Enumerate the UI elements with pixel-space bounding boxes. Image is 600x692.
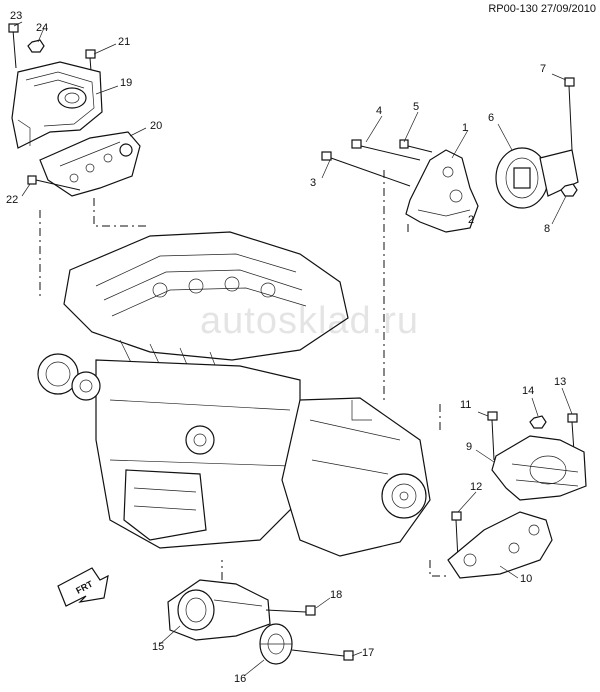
callout-17: 17 bbox=[362, 647, 374, 659]
clip-14 bbox=[529, 415, 547, 429]
nut-8 bbox=[560, 183, 578, 197]
bolt-18 bbox=[265, 605, 316, 616]
callout-14: 14 bbox=[522, 385, 534, 397]
front-direction-arrow: FRT bbox=[57, 567, 109, 607]
bolt-11 bbox=[487, 411, 498, 461]
transaxle-mount-9 bbox=[491, 435, 587, 501]
upper-right-mount-group bbox=[321, 77, 579, 400]
callout-11: 11 bbox=[460, 399, 471, 411]
mount-bracket-20 bbox=[39, 131, 141, 197]
upper-left-mount-group bbox=[8, 23, 150, 300]
bushing-16 bbox=[259, 623, 293, 665]
callout-21: 21 bbox=[118, 36, 130, 48]
right-lower-mount-group bbox=[429, 404, 587, 579]
engine-mount-19 bbox=[11, 61, 103, 149]
bolt-22 bbox=[27, 175, 81, 191]
leader-lines bbox=[13, 21, 573, 677]
rear-mount-15 bbox=[167, 579, 271, 641]
callout-7: 7 bbox=[540, 63, 546, 75]
bolt-23 bbox=[8, 23, 19, 69]
diagram-reference: RP00-130 27/09/2010 bbox=[488, 3, 596, 15]
nut-24 bbox=[27, 39, 45, 53]
bottom-mount-group bbox=[167, 560, 354, 665]
callout-9: 9 bbox=[466, 441, 472, 453]
callout-5: 5 bbox=[413, 101, 419, 113]
callout-8: 8 bbox=[544, 223, 550, 235]
callout-20: 20 bbox=[150, 120, 162, 132]
engine-mount-6 bbox=[495, 147, 579, 209]
bolt-7 bbox=[564, 77, 575, 151]
callout-1: 1 bbox=[462, 122, 468, 134]
bolt-3 bbox=[321, 151, 411, 187]
mount-bracket-10 bbox=[447, 511, 553, 579]
callout-18: 18 bbox=[330, 589, 342, 601]
callout-6: 6 bbox=[488, 112, 494, 124]
callout-22: 22 bbox=[6, 194, 18, 206]
callout-4: 4 bbox=[376, 105, 382, 117]
callout-10: 10 bbox=[520, 573, 532, 585]
callout-3: 3 bbox=[310, 177, 316, 189]
watermark: autosklad.ru bbox=[200, 300, 420, 342]
mount-bracket-1 bbox=[405, 149, 479, 233]
callout-23: 23 bbox=[10, 10, 22, 22]
bolt-17 bbox=[291, 649, 354, 661]
callout-19: 19 bbox=[120, 77, 132, 89]
callout-16: 16 bbox=[234, 673, 246, 685]
callout-12: 12 bbox=[470, 481, 482, 493]
callout-15: 15 bbox=[152, 641, 164, 653]
bolt-5 bbox=[399, 139, 433, 153]
callout-numbers: 1 2 3 4 5 6 7 8 9 10 11 12 13 14 15 16 1… bbox=[6, 10, 566, 685]
callout-24: 24 bbox=[36, 22, 48, 34]
bolt-4 bbox=[351, 139, 421, 161]
callout-13: 13 bbox=[554, 376, 566, 388]
engine-assembly bbox=[37, 231, 431, 557]
callout-2: 2 bbox=[468, 214, 474, 226]
